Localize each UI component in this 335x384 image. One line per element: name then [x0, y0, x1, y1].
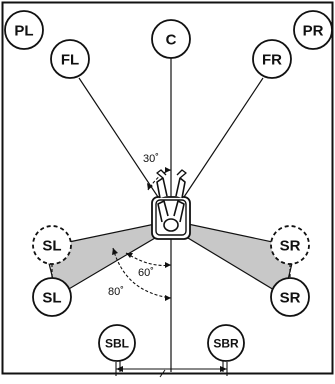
arrow-head: [126, 253, 133, 258]
room-outline: [1, 1, 334, 375]
speaker-sl-lower-label: SL: [42, 290, 61, 307]
angle-label-60: 60˚: [138, 267, 154, 279]
speaker-fl: FL: [50, 39, 90, 79]
speaker-sr-lower-label: SR: [280, 290, 301, 307]
speaker-sl-lower: SL: [32, 277, 72, 317]
speaker-sbl: SBL: [98, 324, 136, 362]
speaker-c-label: C: [166, 32, 177, 49]
fl-line: [78, 77, 161, 201]
angle-label-30: 30˚: [143, 153, 159, 165]
arrow-head: [165, 295, 171, 301]
speaker-sl-upper-label: SL: [42, 238, 61, 255]
speaker-pl: PL: [4, 10, 44, 50]
speaker-sr-upper-label: SR: [280, 238, 301, 255]
angle-arc-80: [112, 247, 172, 299]
speaker-sbl-label: SBL: [105, 337, 129, 351]
speaker-sr-upper: SR: [270, 225, 310, 265]
arrow-head: [147, 183, 153, 190]
speaker-pr: PR: [293, 10, 333, 50]
sb-dimension-leader: [159, 369, 166, 378]
fr-line: [181, 77, 264, 201]
speaker-fl-label: FL: [61, 52, 79, 69]
arrow-head: [165, 167, 171, 173]
arrow-head: [112, 248, 118, 255]
speaker-fr-label: FR: [262, 52, 282, 69]
speaker-pl-label: PL: [14, 23, 33, 40]
speaker-sr-lower: SR: [270, 277, 310, 317]
arrow-head: [165, 262, 171, 268]
speaker-c: C: [151, 19, 191, 59]
speaker-sbr: SBR: [207, 324, 245, 362]
listener-icon: [151, 169, 191, 240]
speaker-fr: FR: [252, 39, 292, 79]
angle-arc-60: [125, 252, 172, 267]
angle-label-80: 80˚: [108, 286, 124, 298]
speaker-sl-upper: SL: [32, 225, 72, 265]
speaker-pr-label: PR: [303, 23, 324, 40]
speaker-sbr-label: SBR: [213, 337, 239, 351]
